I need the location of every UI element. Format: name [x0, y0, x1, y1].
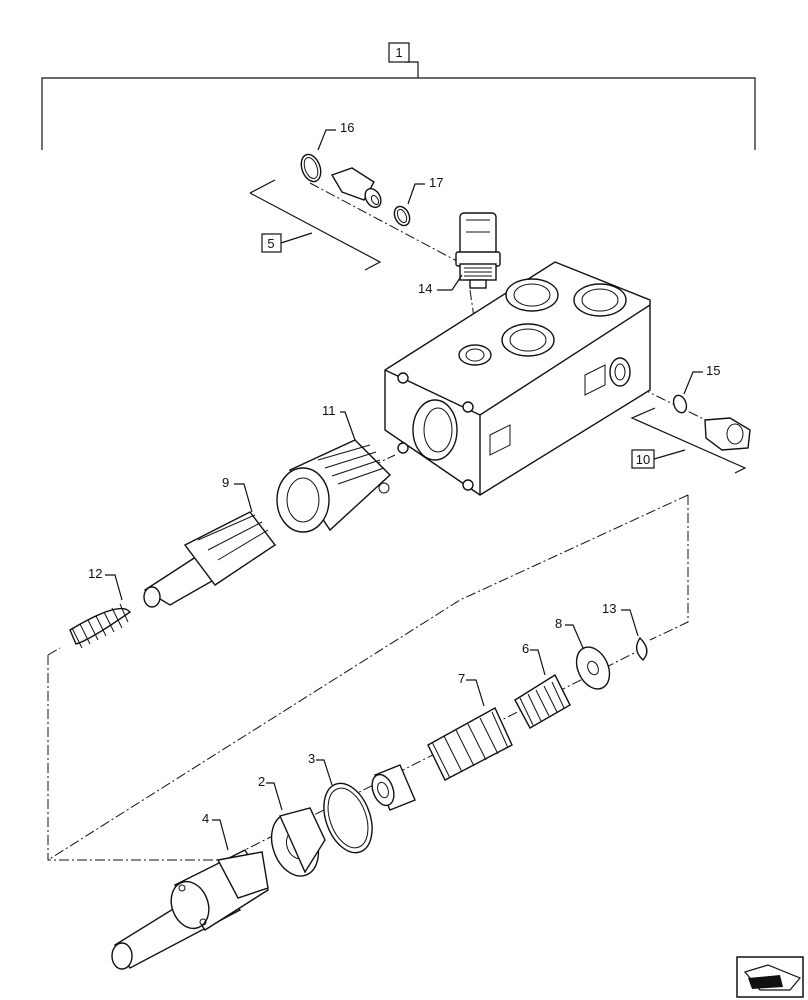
sleeve-11[interactable]: [276, 439, 392, 533]
callout-15-label: 15: [706, 363, 720, 378]
piston-4[interactable]: [111, 849, 269, 970]
callout-9[interactable]: 9: [222, 475, 253, 513]
callout-12[interactable]: 12: [88, 566, 123, 601]
callout-13[interactable]: 13: [602, 601, 639, 637]
callout-17[interactable]: 17: [407, 175, 443, 205]
callout-5[interactable]: 5: [261, 232, 313, 253]
o-ring-17[interactable]: [391, 204, 412, 228]
callout-10-label: 10: [636, 452, 650, 467]
callout-11[interactable]: 11: [322, 403, 356, 441]
callout-14-label: 14: [418, 281, 432, 296]
callout-16-label: 16: [340, 120, 354, 135]
spring-7[interactable]: [427, 707, 513, 781]
subassembly-10-bracket: [630, 407, 747, 474]
callout-7-label: 7: [458, 671, 465, 686]
hex-plug[interactable]: [704, 417, 751, 451]
snap-ring-13[interactable]: [635, 636, 648, 661]
assembly-center-lines: [47, 182, 731, 861]
callout-1[interactable]: 1: [388, 42, 410, 63]
o-ring-15[interactable]: [671, 393, 688, 414]
spring-12[interactable]: [69, 603, 132, 649]
callout-4[interactable]: 4: [202, 811, 229, 851]
callout-8-label: 8: [555, 616, 562, 631]
callout-14[interactable]: 14: [418, 274, 463, 296]
exploded-view-arrow-icon[interactable]: [736, 956, 804, 998]
callout-17-label: 17: [429, 175, 443, 190]
callout-7[interactable]: 7: [458, 671, 485, 707]
spool-9[interactable]: [143, 511, 277, 608]
seal-2[interactable]: [263, 807, 326, 882]
callout-15[interactable]: 15: [683, 363, 720, 395]
callout-11-label: 11: [322, 403, 336, 418]
callout-3-label: 3: [308, 751, 315, 766]
retaining-ring-3[interactable]: [315, 777, 381, 860]
callout-12-label: 12: [88, 566, 102, 581]
fitting-plug[interactable]: [330, 167, 384, 210]
valve-housing[interactable]: [384, 261, 651, 496]
callout-2[interactable]: 2: [258, 774, 283, 811]
callout-3[interactable]: 3: [308, 751, 333, 786]
callout-9-label: 9: [222, 475, 229, 490]
callout-5-label: 5: [267, 236, 274, 251]
callout-6[interactable]: 6: [522, 641, 546, 676]
spring-6[interactable]: [514, 673, 571, 729]
callout-8[interactable]: 8: [555, 616, 584, 649]
callout-1-label: 1: [395, 45, 402, 60]
callout-16[interactable]: 16: [317, 120, 354, 151]
subassembly-5-bracket: [249, 179, 382, 271]
callout-6-label: 6: [522, 641, 529, 656]
bushing[interactable]: [368, 764, 416, 811]
callout-4-label: 4: [202, 811, 209, 826]
washer-8[interactable]: [570, 642, 616, 695]
pressure-switch-14[interactable]: [455, 212, 501, 289]
callout-10[interactable]: 10: [631, 449, 686, 469]
callout-13-label: 13: [602, 601, 616, 616]
o-ring-16[interactable]: [298, 152, 324, 184]
callout-2-label: 2: [258, 774, 265, 789]
assembly-bracket: [41, 61, 756, 150]
